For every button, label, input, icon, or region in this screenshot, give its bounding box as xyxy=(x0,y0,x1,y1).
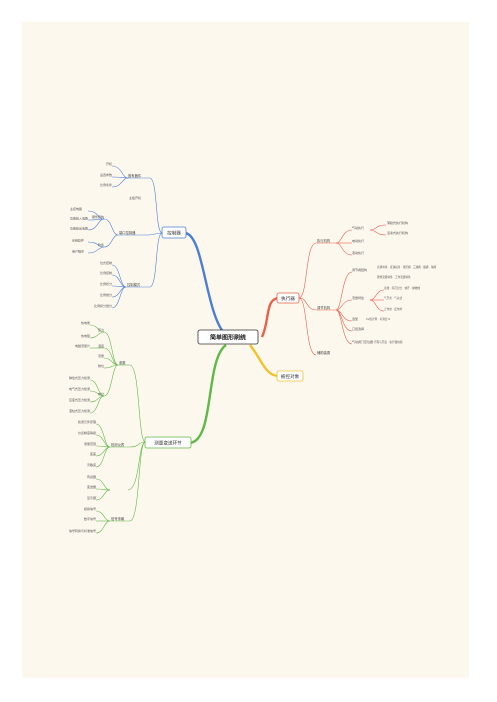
measure-param-sub: 液柱式压力检测 xyxy=(69,408,90,413)
measure-signal-item: 模拟信号 xyxy=(84,506,96,511)
control-group-port[interactable]: 端口控制器 xyxy=(119,230,136,235)
actuator-valve-note: 行程与开度 · 执行器校验 xyxy=(374,340,403,344)
actuator-strategy-item: 气动执行 xyxy=(352,225,364,230)
branch-node-sensor[interactable] xyxy=(276,370,304,382)
branch-label-control: 控制器 xyxy=(167,230,181,237)
root-label: 简单图形刷统 xyxy=(210,334,246,342)
actuator-valve-note: 直线 · 等百分比 · 快开 · 抛物线 xyxy=(384,286,420,290)
measure-param-item: 流量 xyxy=(98,353,104,358)
actuator-valve-item: 选型 xyxy=(352,316,358,321)
measure-inst-item: 检测元件原理 xyxy=(78,419,96,424)
actuator-strategy-note: 薄膜式执行机构 xyxy=(387,220,408,225)
measure-param-pre: 热电阻 xyxy=(81,333,90,338)
control-port-sub-a[interactable]: 硬件结构 xyxy=(92,214,104,219)
branch-line-actuator xyxy=(260,296,279,338)
actuator-group-other[interactable]: 辅助装置 xyxy=(317,350,331,355)
control-group-fixed[interactable]: 固有器件 xyxy=(128,173,142,178)
control-port-item: 功能输出电路 xyxy=(70,226,88,231)
measure-param-pre: 热电偶 xyxy=(81,320,90,325)
control-port-item: 系统软件 xyxy=(72,238,84,243)
actuator-strategy-item: 液动执行 xyxy=(352,250,364,255)
actuator-valve-item: 口径选择 xyxy=(352,326,364,331)
actuator-group-valve[interactable]: 调节机构 xyxy=(317,305,331,310)
measure-param-item: 压力 xyxy=(98,327,104,332)
control-mode-item: 比例微分 xyxy=(100,292,112,297)
branch-label-actuator: 执行器 xyxy=(281,295,295,302)
branch-label-measure: 测量变送环节 xyxy=(154,440,182,447)
control-mode-item: 比例积分 xyxy=(100,281,112,286)
measure-param-pre: 电磁流量计 xyxy=(75,343,90,348)
measure-param-item: 成分 xyxy=(98,391,104,396)
actuator-valve-item: 流量特性 xyxy=(352,295,364,300)
measure-inst-item: 灵敏度 xyxy=(87,462,96,467)
actuator-valve-item: 气动阀门定位器 xyxy=(352,339,373,344)
branch-node-control[interactable] xyxy=(161,226,187,239)
root-node[interactable] xyxy=(197,329,259,345)
actuator-valve-note: 理想流量特性 · 工作流量特性 xyxy=(377,275,411,279)
control-links xyxy=(87,165,163,309)
control-mode-item: 位式控制 xyxy=(100,260,112,265)
control-fixed-item: 开机 xyxy=(106,161,112,166)
measure-inst-item: 变差 xyxy=(90,451,96,456)
actuator-links xyxy=(298,224,387,356)
measure-inst-sub: 传感器 xyxy=(87,474,96,479)
measure-inst-item: 仪表精度等级 xyxy=(78,430,96,435)
branch-line-sensor xyxy=(249,344,279,378)
actuator-valve-note: 直通单座 · 直通双座 · 角形阀 · 三通阀 · 蝶阀 · 球阀 xyxy=(377,265,436,269)
measure-signal-item: 信号转换与标准信号 xyxy=(69,528,96,533)
branch-node-measure[interactable] xyxy=(144,436,192,449)
measure-signal-item: 数字信号 xyxy=(84,516,96,521)
measure-inst-sub: 显示器 xyxy=(87,496,96,500)
branch-line-control xyxy=(184,231,229,338)
actuator-valve-note: 正作用 · 反作用 xyxy=(384,307,402,311)
measure-group-inst[interactable]: 检测仪表 xyxy=(111,442,125,447)
actuator-group-strategy[interactable]: 执行机构 xyxy=(317,238,331,243)
actuator-strategy-note: 活塞式执行机构 xyxy=(387,230,408,235)
actuator-valve-note: 气开式 · 气关式 xyxy=(384,296,402,300)
measure-group-param[interactable]: 参数 xyxy=(119,360,126,365)
branch-label-sensor: 被控对象 xyxy=(281,373,300,380)
measure-inst-sub: 变送器 xyxy=(87,484,96,489)
actuator-valve-item: 调节阀结构 xyxy=(352,267,367,272)
control-mode-item: 比例积分微分 xyxy=(94,303,112,308)
actuator-valve-note: Cv值计算 · 可调比 R xyxy=(366,317,390,321)
measure-param-sub: 应变式压力检测 xyxy=(69,397,90,402)
actuator-strategy-item: 电动执行 xyxy=(352,238,364,243)
control-fixed-item: 比例条件 xyxy=(100,182,112,187)
control-port-item: 功能输入电路 xyxy=(70,216,88,221)
measure-param-sub: 弹性式压力检测 xyxy=(69,375,90,380)
measure-param-item: 温度 xyxy=(98,343,104,348)
measure-inst-item: 测量范围 xyxy=(84,441,96,446)
control-port-item: 主控电路 xyxy=(70,206,82,211)
control-fixed-item: 设置参数 xyxy=(100,172,112,177)
control-group-mode[interactable]: 控制模式 xyxy=(127,282,141,287)
control-port-sub-b[interactable]: 软件 xyxy=(98,242,104,247)
control-fixed-extra: 主板开机 xyxy=(129,195,141,200)
branch-line-measure xyxy=(189,344,227,445)
measure-param-item: 物位 xyxy=(98,363,104,368)
control-mode-item: 比例控制 xyxy=(100,270,112,275)
measure-links xyxy=(89,324,146,534)
control-port-item: 用户程序 xyxy=(72,249,84,254)
measure-group-signal[interactable]: 信号传输 xyxy=(111,516,125,521)
measure-param-sub: 电气式压力检测 xyxy=(69,386,90,391)
paper-sheet xyxy=(22,22,469,678)
